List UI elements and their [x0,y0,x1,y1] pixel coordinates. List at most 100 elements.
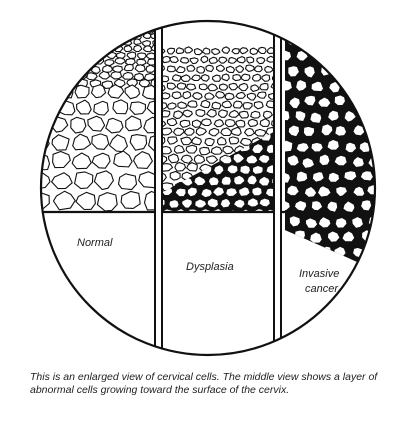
dysplasia-cell [247,57,254,63]
dysplasia-cell [241,74,250,81]
dysplasia-cell [254,102,263,109]
dysplasia-cell [260,119,269,127]
normal-cell [94,171,113,190]
normal-cell [145,23,152,28]
dysplasia-cell [180,58,189,63]
normal-cell [80,29,87,34]
cancer-cell [345,51,357,61]
normal-cell [41,58,51,64]
normal-cell [59,39,67,45]
normal-cell [138,24,145,29]
dysplasia-cell [222,74,230,81]
dysplasia-cell [170,56,178,62]
abnormal-cell [170,201,178,208]
dysplasia-cell [245,128,255,136]
normal-cell [121,192,140,209]
dysplasia-cell [212,102,221,109]
dysplasia-cell [217,65,225,71]
normal-cell [47,28,53,33]
abnormal-cell [241,166,250,173]
normal-cell [106,118,123,133]
normal-cell [87,28,94,34]
normal-cell [64,33,72,39]
normal-cell [74,59,84,66]
dysplasia-cell [208,84,218,91]
normal-cell [134,39,142,45]
normal-cell [52,173,73,189]
normal-cell [37,46,45,52]
abnormal-cell [221,199,229,207]
dysplasia-cell [196,128,206,136]
normal-cell [37,34,44,40]
cancer-cell [359,82,372,94]
cancer-cell [305,36,317,47]
normal-cell [70,64,79,71]
cancer-cell [352,65,365,75]
dysplasia-cell [229,137,238,144]
dysplasia-cell [207,156,218,163]
figure-caption: This is an enlarged view of cervical cel… [30,371,402,397]
cancer-cell [351,36,363,48]
normal-cell [97,193,117,211]
cancer-cell [375,140,386,151]
cervical-cells-diagram: Normal Dysplasia Invasive cancer [0,0,416,360]
cancer-cell [310,112,322,123]
dysplasia-cell [163,56,171,62]
dysplasia-cell [232,49,239,54]
normal-cell [41,85,56,98]
normal-cell [76,192,95,209]
abnormal-cell [209,178,218,185]
normal-cell [107,24,114,29]
label-invasive: Invasive [299,268,339,280]
dysplasia-cell [248,119,258,126]
dysplasia-cell [194,155,204,163]
dysplasia-cell [183,92,191,99]
abnormal-cell [202,189,211,196]
normal-cell [74,22,82,27]
normal-cell [92,13,98,18]
normal-cell [69,17,76,22]
dysplasia-cell [169,154,179,163]
normal-cell [115,58,126,64]
normal-cell [130,13,137,18]
normal-cell [86,53,94,59]
normal-cell [42,24,50,29]
cancer-cell [320,246,332,256]
dysplasia-cell [201,56,208,63]
normal-cell [114,29,121,34]
dysplasia-cell [236,120,245,127]
dysplasia-cell [206,65,214,71]
normal-cell [84,46,93,52]
dysplasia-cell [162,128,172,135]
normal-cell [105,45,113,52]
cancer-cell [376,261,388,271]
dysplasia-cell [185,128,195,135]
dysplasia-cell [186,145,197,153]
dysplasia-cell [200,147,210,154]
dysplasia-cell [240,111,249,118]
normal-cell [44,18,51,23]
normal-cell [98,29,105,33]
normal-cell [54,191,76,210]
normal-cell [121,9,128,13]
normal-cell [75,85,89,98]
normal-cell [138,19,145,24]
normal-cell [92,134,109,150]
cancer-cell [305,248,317,258]
normal-cell [55,34,62,39]
cancer-cell [281,140,293,152]
cancer-cell [359,261,372,271]
normal-cell [51,10,57,15]
normal-cell [35,66,45,73]
dysplasia-cell [263,111,272,118]
normal-cell [52,19,59,24]
dysplasia-cell [262,75,270,82]
normal-cell [88,116,105,131]
cancer-cell [377,203,388,213]
dysplasia-cell [176,48,183,54]
normal-cell [156,9,163,14]
dysplasia-cell [213,75,221,81]
dysplasia-cell [196,110,205,117]
dysplasia-cell [167,66,175,72]
dysplasia-cell [265,66,274,72]
